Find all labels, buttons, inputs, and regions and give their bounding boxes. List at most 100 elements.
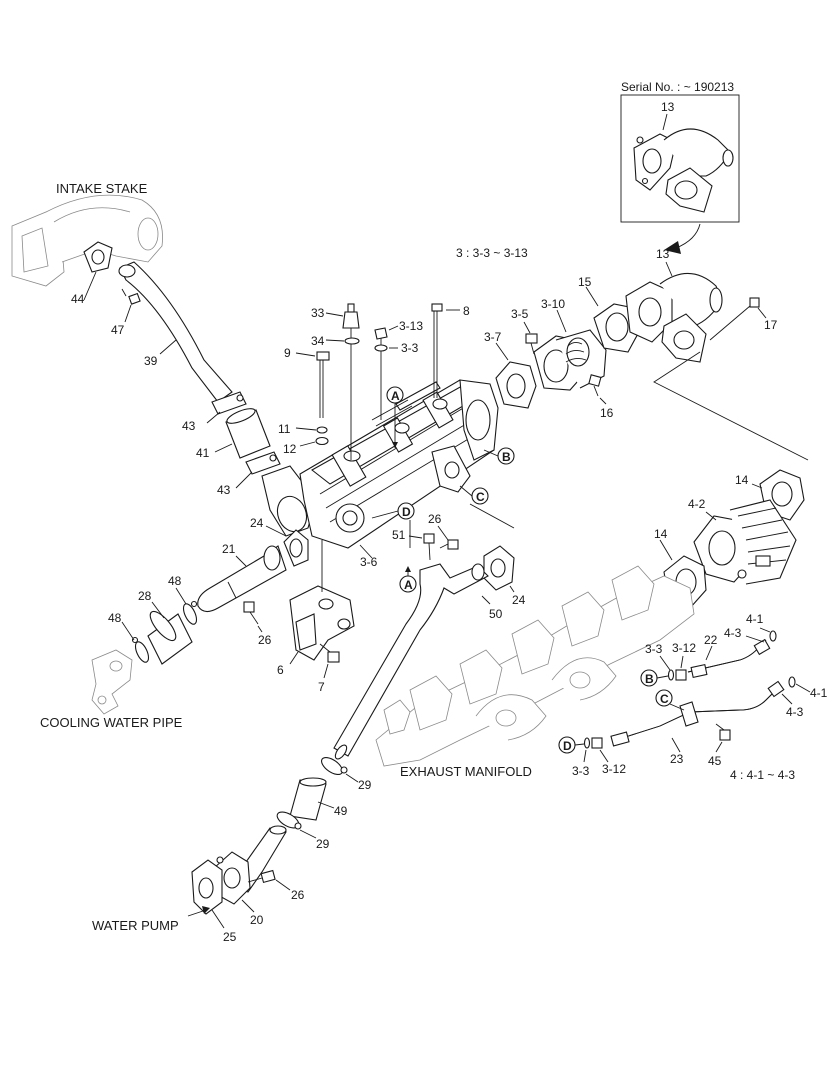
fitting-33 — [342, 303, 360, 460]
svg-text:D: D — [402, 505, 411, 519]
callout-14b: 14 — [654, 527, 668, 541]
callout-39: 39 — [144, 354, 158, 368]
inset-arrow-head — [664, 241, 681, 254]
callout-6: 6 — [277, 663, 284, 677]
bolt-45 — [715, 723, 731, 741]
callout-3-6: 3-6 — [360, 555, 378, 569]
callout-3-13: 3-13 — [399, 319, 423, 333]
clamp-43-lower — [245, 451, 281, 475]
clamp-48-left — [131, 636, 150, 663]
callout-34: 34 — [311, 334, 325, 348]
serial-inset-frame — [620, 94, 740, 223]
callout-13: 13 — [656, 247, 670, 261]
callout-3-12c: 3-12 — [602, 762, 626, 776]
clamp-48-right — [182, 600, 198, 625]
caption-water-pump: WATER PUMP — [92, 918, 179, 933]
callout-22: 22 — [704, 633, 718, 647]
caption-cooling: COOLING WATER PIPE — [40, 715, 183, 730]
marker-C-top: C — [459, 485, 489, 505]
callout-3-3c: 3-3 — [572, 764, 590, 778]
bolt-7 — [319, 643, 340, 663]
callout-3-10: 3-10 — [541, 297, 565, 311]
clamp-29-upper — [321, 756, 348, 776]
callout-43b: 43 — [217, 483, 231, 497]
callout-43a: 43 — [182, 419, 196, 433]
caption-exhaust: EXHAUST MANIFOLD — [400, 764, 532, 779]
callout-33: 33 — [311, 306, 325, 320]
washer-12 — [315, 436, 329, 446]
callout-11: 11 — [278, 422, 291, 436]
svg-text:B: B — [645, 672, 654, 686]
marker-B-bottom: B — [640, 669, 669, 687]
inset-exhaust-elbow — [633, 128, 734, 213]
washer-4-1a — [769, 630, 777, 642]
bracket-6 — [289, 540, 355, 661]
callout-9: 9 — [284, 346, 291, 360]
callout-25: 25 — [223, 930, 237, 944]
svg-text:C: C — [660, 692, 669, 706]
pipe-22 — [687, 638, 771, 678]
bolt-47 — [121, 288, 141, 305]
gasket-25 — [191, 859, 223, 915]
washer-34 — [344, 337, 360, 345]
marker-B-top: B — [483, 447, 515, 465]
bolt-9 — [316, 351, 330, 418]
callout-29a: 29 — [358, 778, 372, 792]
callout-4-1a: 4-1 — [746, 612, 764, 626]
washer-11 — [316, 426, 328, 434]
clamp-29-lower — [276, 811, 302, 830]
serial-inset: Serial No. : ~ 190213 13 — [620, 80, 740, 223]
egr-valve-4-2 — [693, 499, 797, 585]
callout-7: 7 — [318, 680, 325, 694]
callout-48a: 48 — [168, 574, 182, 588]
callout-4-3b: 4-3 — [786, 705, 804, 719]
callout-15: 15 — [578, 275, 592, 289]
callout-3-3a: 3-3 — [401, 341, 419, 355]
hose-28 — [147, 610, 193, 665]
callout-26c: 26 — [291, 888, 305, 902]
bolt-26-lower — [247, 869, 276, 884]
callout-20: 20 — [250, 913, 264, 927]
callout-3-12b: 3-12 — [672, 641, 696, 655]
callout-44: 44 — [71, 292, 85, 306]
gasket-24-right — [483, 545, 515, 591]
callout-26a: 26 — [258, 633, 272, 647]
marker-D-top: D — [371, 502, 415, 520]
svg-text:A: A — [404, 578, 413, 592]
bolt-17 — [709, 297, 760, 341]
callout-50: 50 — [489, 607, 503, 621]
marker-A-bottom: A — [399, 566, 417, 593]
svg-text:C: C — [476, 490, 485, 504]
pipe-39 — [118, 261, 233, 403]
svg-text:B: B — [502, 450, 511, 464]
bolt-26-left — [243, 601, 259, 625]
serial-part-number: 13 — [661, 100, 675, 114]
plug-3-13 — [374, 327, 388, 340]
svg-text:D: D — [563, 739, 572, 753]
callout-3-7: 3-7 — [484, 330, 502, 344]
callout-29b: 29 — [316, 837, 330, 851]
gasket-3-7 — [495, 361, 537, 409]
callout-3-3b: 3-3 — [645, 642, 663, 656]
callout-45: 45 — [708, 754, 722, 768]
note-group-3: 3 : 3-3 ~ 3-13 — [456, 246, 528, 260]
bolt-26-center — [439, 539, 459, 550]
gasket-14-upper — [759, 469, 805, 521]
callout-17: 17 — [764, 318, 778, 332]
callout-28: 28 — [138, 589, 152, 603]
marker-C-bottom: C — [655, 689, 685, 711]
exhaust-manifold-ghost — [375, 565, 695, 767]
exhaust-elbow-13 — [625, 272, 723, 363]
callout-41: 41 — [196, 446, 210, 460]
callout-26b: 26 — [428, 512, 442, 526]
bolt-16 — [588, 374, 602, 397]
serial-label: Serial No. : ~ 190213 — [621, 80, 734, 94]
callout-23: 23 — [670, 752, 684, 766]
cooling-water-pipe-ghost — [91, 649, 133, 715]
marker-D-bottom: D — [558, 736, 585, 754]
washer-4-1b — [788, 676, 796, 688]
clamp-43-upper — [211, 391, 247, 415]
callout-8: 8 — [463, 304, 470, 318]
